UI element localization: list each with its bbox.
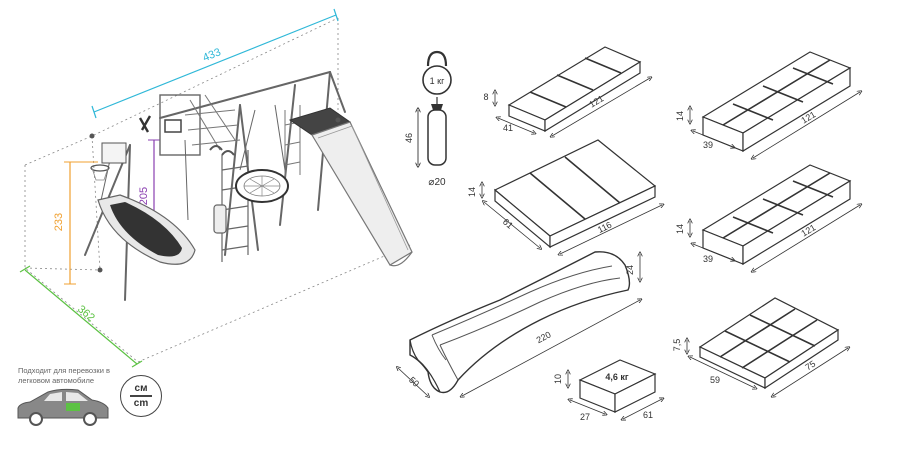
swing-frame xyxy=(84,71,346,301)
playground-set: 433 362 233 205 xyxy=(19,8,413,368)
box-6-height: 10 xyxy=(553,374,563,384)
depth-label: 362 xyxy=(75,303,97,324)
box-5-width: 59 xyxy=(710,375,720,385)
box-2-height: 14 xyxy=(467,187,477,197)
height-dimension: 233 xyxy=(53,161,98,285)
unit-divider xyxy=(130,395,152,397)
platform-slide xyxy=(288,107,413,267)
platform-height-label: 205 xyxy=(138,187,150,205)
package-box-4: 121 39 14 xyxy=(675,164,860,271)
unit-bottom: cm xyxy=(133,397,149,409)
unit-top: см xyxy=(134,383,148,395)
box-3-width: 39 xyxy=(703,140,713,150)
nest-swing xyxy=(209,104,289,203)
bag-diameter-label: ⌀20 xyxy=(428,177,446,188)
package-box-5: 75 59 7,5 xyxy=(672,297,848,396)
package-box-2: 116 61 14 xyxy=(467,139,662,254)
footprint-outline xyxy=(24,17,411,363)
box-3-height: 14 xyxy=(675,111,685,121)
package-box-1: 121 41 8 xyxy=(483,46,650,136)
package-box-3: 121 39 14 xyxy=(675,51,860,158)
anchor-dots xyxy=(89,117,341,273)
gym-rings xyxy=(138,115,182,133)
kettlebell-weight: 1 кг xyxy=(430,76,445,86)
box-6-weight: 4,6 кг xyxy=(605,372,629,382)
box-2-width: 61 xyxy=(501,217,515,231)
box-1-width: 41 xyxy=(503,123,513,133)
slide-width-label: 50 xyxy=(407,375,421,389)
rope-ladder xyxy=(213,150,249,262)
box-1-height: 8 xyxy=(483,92,488,102)
transport-note: Подходит для перевозки в легковом автомо… xyxy=(18,366,110,385)
package-box-6: 4,6 кг 61 27 10 xyxy=(553,359,662,422)
unit-toggle-icon: см cm xyxy=(120,375,162,417)
box-6-width: 27 xyxy=(580,412,590,422)
slide-length-label: 220 xyxy=(535,329,553,345)
length-dimension: 433 xyxy=(91,8,339,119)
box-5-length: 75 xyxy=(803,359,817,373)
car-icon xyxy=(17,388,109,426)
boat-swing xyxy=(97,139,196,265)
box-4-height: 14 xyxy=(675,224,685,234)
basketball-hoop xyxy=(90,142,127,181)
depth-dimension: 362 xyxy=(19,265,143,368)
bag-height-label: 46 xyxy=(404,133,414,143)
box-6-length: 61 xyxy=(643,410,653,420)
box-5-height: 7,5 xyxy=(672,339,682,352)
slide-part: 24 220 50 xyxy=(398,251,640,396)
box-4-width: 39 xyxy=(703,254,713,264)
slide-height-label: 24 xyxy=(625,265,635,275)
kettlebell-icon: 1 кг xyxy=(422,50,452,95)
height-label: 233 xyxy=(53,213,65,231)
punching-bag-icon: 46 ⌀20 xyxy=(404,97,447,188)
